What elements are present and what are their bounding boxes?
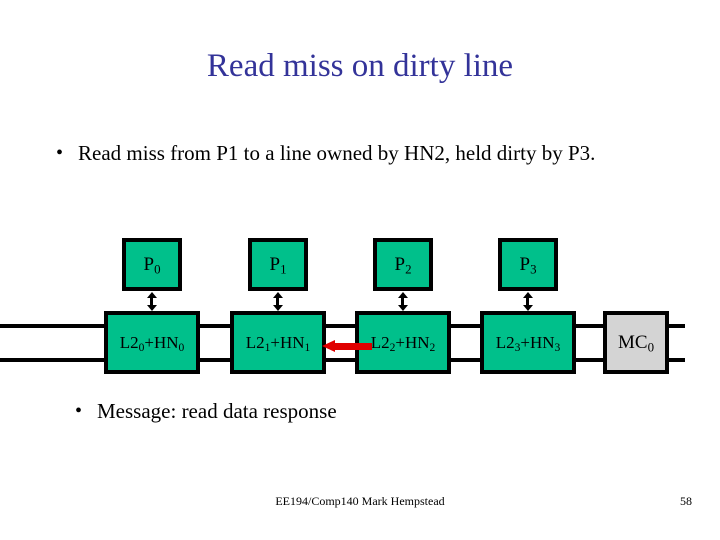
bus-line-top bbox=[0, 324, 685, 328]
cache-home-box-1: L21+HN1 bbox=[230, 311, 326, 374]
bullet-text: Message: read data response bbox=[97, 399, 337, 423]
memory-controller-box: MC0 bbox=[603, 311, 669, 374]
bullet-row: • Read miss from P1 to a line owned by H… bbox=[56, 140, 656, 167]
node-group-memory-controller: MC0 bbox=[603, 230, 699, 385]
node-group-2: P2 L22+HN2 bbox=[355, 230, 451, 385]
cache-label: L2 bbox=[370, 333, 390, 352]
footer-credit: EE194/Comp140 Mark Hempstead bbox=[275, 494, 445, 508]
home-label: +HN bbox=[270, 333, 305, 352]
link-stem bbox=[150, 296, 153, 307]
link-stem bbox=[526, 296, 529, 307]
memory-controller-label: MC bbox=[617, 332, 648, 353]
cache-home-box-3: L23+HN3 bbox=[480, 311, 576, 374]
processor-index: 0 bbox=[154, 261, 161, 277]
processor-box-1: P1 bbox=[248, 238, 308, 291]
arrow-head-up-icon bbox=[147, 292, 157, 298]
home-index: 0 bbox=[178, 341, 185, 355]
node-group-0: P0 L20+HN0 bbox=[104, 230, 200, 385]
processor-cache-link-2 bbox=[398, 292, 408, 311]
arrow-head-up-icon bbox=[523, 292, 533, 298]
bullet-row: • Message: read data response bbox=[75, 398, 635, 425]
page-title: Read miss on dirty line bbox=[206, 48, 514, 84]
processor-cache-link-0 bbox=[147, 292, 157, 311]
arrow-head-down-icon bbox=[398, 305, 408, 311]
arrow-head-down-icon bbox=[273, 305, 283, 311]
processor-box-3: P3 bbox=[498, 238, 558, 291]
home-label: +HN bbox=[520, 333, 555, 352]
home-label: +HN bbox=[395, 333, 430, 352]
cache-label: L2 bbox=[495, 333, 515, 352]
arrow-head-down-icon bbox=[147, 305, 157, 311]
cache-index: 2 bbox=[389, 341, 396, 355]
bullet-marker-icon: • bbox=[56, 142, 64, 164]
processor-index: 1 bbox=[280, 261, 287, 277]
processor-label: P bbox=[519, 254, 531, 275]
processor-label: P bbox=[143, 254, 155, 275]
arrow-shaft bbox=[332, 343, 372, 350]
arrow-head-down-icon bbox=[523, 305, 533, 311]
processor-index: 3 bbox=[530, 261, 537, 277]
processor-label: P bbox=[394, 254, 406, 275]
bus-line-bottom bbox=[0, 358, 685, 362]
processor-box-0: P0 bbox=[122, 238, 182, 291]
bullet-marker-icon: • bbox=[75, 400, 83, 422]
arrow-head-up-icon bbox=[273, 292, 283, 298]
processor-cache-link-1 bbox=[273, 292, 283, 311]
cache-label: L2 bbox=[119, 333, 139, 352]
bullet-paragraph-message: • Message: read data response bbox=[75, 398, 635, 425]
cache-home-box-0: L20+HN0 bbox=[104, 311, 200, 374]
cache-index: 3 bbox=[514, 341, 521, 355]
cache-label: L2 bbox=[245, 333, 265, 352]
bullet-text: Read miss from P1 to a line owned by HN2… bbox=[78, 141, 596, 165]
processor-index: 2 bbox=[405, 261, 412, 277]
message-arrow-read-data-response bbox=[322, 340, 372, 352]
arrow-head-up-icon bbox=[398, 292, 408, 298]
processor-cache-link-3 bbox=[523, 292, 533, 311]
home-index: 2 bbox=[429, 341, 436, 355]
cache-index: 1 bbox=[264, 341, 271, 355]
memory-controller-index: 0 bbox=[647, 339, 655, 355]
home-index: 1 bbox=[304, 341, 311, 355]
link-stem bbox=[401, 296, 404, 307]
system-diagram: P0 L20+HN0 P1 L21+HN1 P2 bbox=[0, 230, 720, 385]
home-label: +HN bbox=[144, 333, 179, 352]
cache-home-box-2: L22+HN2 bbox=[355, 311, 451, 374]
node-group-3: P3 L23+HN3 bbox=[480, 230, 576, 385]
cache-index: 0 bbox=[138, 341, 145, 355]
home-index: 3 bbox=[554, 341, 561, 355]
node-group-1: P1 L21+HN1 bbox=[230, 230, 326, 385]
bullet-paragraph-premise: • Read miss from P1 to a line owned by H… bbox=[56, 140, 656, 167]
footer-page-number: 58 bbox=[680, 494, 692, 508]
arrow-head-left-icon bbox=[322, 340, 335, 352]
processor-label: P bbox=[269, 254, 281, 275]
link-stem bbox=[276, 296, 279, 307]
processor-box-2: P2 bbox=[373, 238, 433, 291]
